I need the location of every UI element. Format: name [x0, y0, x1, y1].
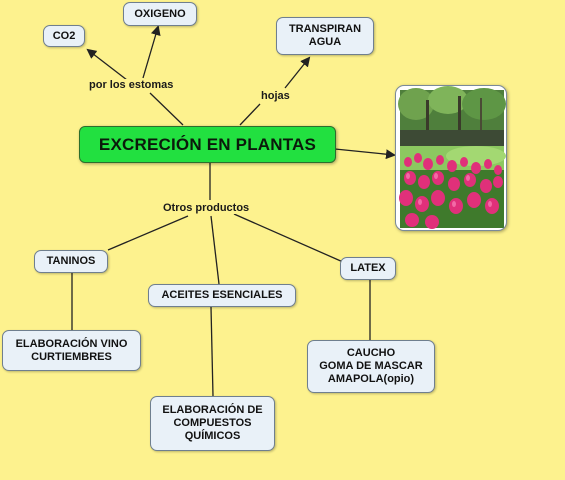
node-transpiran-line-2: AGUA	[308, 36, 342, 48]
central-node[interactable]: EXCRECIÓN EN PLANTAS	[79, 126, 336, 163]
node-latex[interactable]: LATEX	[340, 257, 396, 280]
node-vino-line-2: CURTIEMBRES	[31, 350, 112, 363]
tulip-garden-photo[interactable]	[395, 85, 507, 231]
tulip-garden-image	[398, 86, 506, 229]
link-label-otros: Otros productos	[161, 202, 252, 214]
node-oxigeno-label: OXIGENO	[134, 7, 186, 20]
node-caucho[interactable]: CAUCHO GOMA DE MASCAR AMAPOLA(opio)	[307, 340, 435, 393]
node-taninos[interactable]: TANINOS	[34, 250, 108, 273]
node-co2-label: CO2	[52, 29, 76, 42]
node-aceites-label: ACEITES ESENCIALES	[161, 289, 283, 301]
arrow-to-transpiran	[284, 56, 311, 89]
node-compuestos[interactable]: ELABORACIÓN DE COMPUESTOS QUÍMICOS	[150, 396, 275, 451]
node-taninos-label: TANINOS	[46, 255, 96, 267]
link-label-hojas: hojas	[259, 90, 292, 102]
node-caucho-line-3: AMAPOLA(opio)	[327, 373, 415, 385]
connector-aceites-compuestos	[210, 306, 214, 397]
arrow-to-co2	[86, 48, 128, 81]
central-node-label: EXCRECIÓN EN PLANTAS	[98, 134, 317, 154]
node-caucho-line-2: GOMA DE MASCAR	[319, 360, 423, 372]
connector-otros-aceites	[210, 215, 220, 285]
node-vino-line-1: ELABORACIÓN VINO	[15, 337, 128, 350]
node-co2[interactable]: CO2	[43, 25, 85, 47]
node-compuestos-line-3: QUÍMICOS	[184, 430, 241, 442]
node-oxigeno[interactable]: OXIGENO	[123, 2, 197, 26]
connector-otros-latex	[233, 213, 344, 263]
link-label-estomas: por los estomas	[87, 79, 176, 91]
connector-otros-taninos	[107, 215, 189, 251]
node-transpiran-line-1: TRANSPIRAN	[288, 23, 362, 35]
node-transpiran[interactable]: TRANSPIRAN AGUA	[276, 17, 374, 55]
node-latex-label: LATEX	[350, 262, 386, 274]
arrow-to-photo	[334, 148, 396, 160]
node-aceites[interactable]: ACEITES ESENCIALES	[148, 284, 296, 307]
arrow-to-oxigeno	[142, 25, 161, 79]
node-caucho-line-1: CAUCHO	[346, 347, 396, 359]
node-compuestos-line-1: ELABORACIÓN DE	[162, 404, 263, 416]
connector-central-estomas	[149, 92, 184, 126]
node-vino[interactable]: ELABORACIÓN VINO CURTIEMBRES	[2, 330, 141, 371]
connector-central-hojas	[239, 103, 261, 126]
node-compuestos-line-2: COMPUESTOS	[173, 417, 252, 429]
